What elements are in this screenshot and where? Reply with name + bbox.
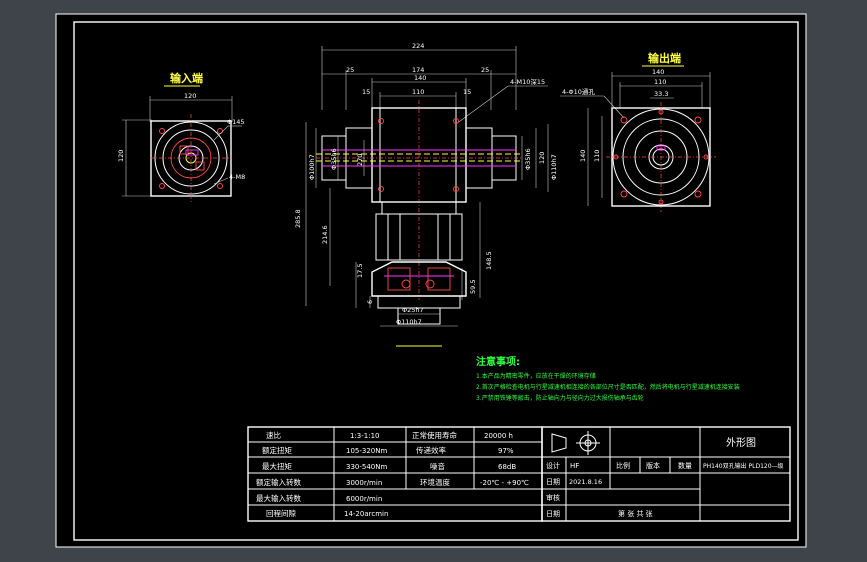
in-dim-d145: Φ145 — [227, 118, 245, 126]
spec-table: 速比 1:3-1:10 正常使用寿命 20000 h 额定扭矩 105-320N… — [247, 426, 543, 522]
dim-15-left: 15 — [362, 88, 370, 96]
drawing-frame — [73, 21, 799, 541]
spec-r0-c2: 正常使用寿命 — [412, 430, 457, 440]
tb-review-label: 审核 — [546, 493, 560, 502]
output-end-view: 输出端 140 110 33.3 4-Φ10通孔 140 110 — [560, 51, 716, 212]
dim-270: 270 — [356, 154, 364, 166]
notes-item-2: 2.首次严格检查电机与行星减速机相连接的各部位尺寸是否匹配，然后将电机与行星减速… — [476, 383, 740, 391]
dim-120-right: 120 — [538, 152, 546, 164]
dim-595: 59.5 — [469, 280, 477, 294]
main-front-view: 224 25 174 25 140 110 15 15 4-M10深15 — [294, 42, 558, 347]
tb-part-code: PH140双孔输出 PLD120—级 — [703, 462, 784, 470]
spec-r0-c0: 速比 — [266, 430, 281, 440]
dim-224: 224 — [412, 42, 424, 50]
dim-174: 174 — [412, 66, 424, 74]
out-dim-4d10: 4-Φ10通孔 — [562, 87, 595, 96]
tb-date2-label: 日期 — [546, 510, 560, 518]
tb-designer: HF — [570, 462, 579, 470]
spec-r3-c3: -20℃ - +90℃ — [480, 479, 529, 487]
input-end-label: 输入端 — [170, 71, 203, 85]
dim-d110-right: Φ110h7 — [550, 154, 558, 180]
dim-25-left: 25 — [346, 66, 354, 74]
in-dim-4m8: 4-M8 — [229, 173, 245, 181]
input-end-view: 输入端 120 120 Φ145 4-M8 — [117, 71, 245, 202]
dim-285: 285.8 — [294, 209, 302, 228]
title-block: 外形图 设计 HF 比例 版本 数量 PH140双孔输出 PLD120—级 日期… — [541, 426, 791, 522]
in-dim-120-top: 120 — [184, 92, 196, 100]
tb-version-label: 版本 — [646, 461, 660, 470]
notes-title: 注意事项: — [476, 355, 520, 368]
out-dim-110-side: 110 — [593, 150, 601, 162]
output-end-label: 输出端 — [648, 51, 681, 65]
in-dim-120-side: 120 — [117, 150, 125, 162]
drawing-name: 外形图 — [726, 437, 756, 449]
dim-d35-right: Φ35h6 — [524, 148, 532, 170]
notes-item-3: 3.严禁用铁锤等敲击，防止轴向力与径向力过大损伤轴承与齿轮 — [476, 394, 644, 402]
dim-d25-bottom: Φ25h7 — [402, 306, 424, 314]
dim-d110-bottom: Φ110h7 — [396, 318, 422, 326]
tb-sheet-text: 第 张 共 张 — [618, 509, 653, 518]
spec-r1-c2: 传递效率 — [416, 445, 446, 455]
tb-scale-label: 比例 — [616, 461, 630, 470]
out-dim-140-side: 140 — [579, 150, 587, 162]
spec-r2-c3: 68dB — [498, 463, 516, 471]
tb-design-label: 设计 — [546, 461, 560, 470]
spec-r0-c1: 1:3-1:10 — [350, 432, 380, 440]
spec-r5-c0: 回程间隙 — [266, 509, 296, 518]
spec-r5-c1: 14-20arcmin — [344, 510, 388, 518]
spec-r3-c2: 环境温度 — [420, 477, 450, 487]
tb-date-label: 日期 — [546, 478, 560, 486]
spec-r2-c0: 最大扭矩 — [262, 461, 292, 471]
spec-r3-c1: 3000r/min — [346, 479, 382, 487]
spec-r3-c0: 额定输入转数 — [256, 477, 301, 487]
spec-r4-c0: 最大输入转数 — [256, 493, 301, 503]
out-dim-333: 33.3 — [654, 90, 668, 98]
out-dim-110-top: 110 — [654, 78, 666, 86]
dim-1485: 148.5 — [485, 251, 493, 270]
dim-d100: Φ100h7 — [308, 154, 316, 180]
dim-175: 17.5 — [356, 264, 364, 278]
dim-15-right: 15 — [463, 88, 471, 96]
dim-110: 110 — [412, 88, 424, 96]
spec-r4-c1: 6000r/min — [346, 495, 382, 503]
dim-214: 214.6 — [321, 225, 329, 244]
projection-symbol-icon — [551, 431, 600, 455]
spec-r0-c3: 20000 h — [484, 432, 513, 440]
tb-qty-label: 数量 — [678, 461, 692, 470]
notes-item-1: 1.本产品为精密零件，应放在干燥的环境存储 — [476, 372, 596, 380]
dim-25-right: 25 — [481, 66, 489, 74]
dim-holes-note: 4-M10深15 — [510, 77, 545, 86]
spec-r1-c3: 97% — [498, 447, 514, 455]
notes-block: 注意事项: 1.本产品为精密零件，应放在干燥的环境存储 2.首次严格检查电机与行… — [476, 355, 740, 402]
out-dim-140-top: 140 — [652, 68, 664, 76]
spec-r1-c0: 额定扭矩 — [262, 445, 292, 455]
spec-r1-c1: 105-320Nm — [346, 447, 387, 455]
tb-date-value: 2021.8.16 — [569, 478, 602, 486]
spec-r2-c2: 噪音 — [430, 461, 445, 471]
spec-r2-c1: 330-540Nm — [346, 463, 387, 471]
dim-140: 140 — [414, 74, 426, 82]
dim-d35-left: Φ35h6 — [330, 148, 338, 170]
dim-6: 6 — [366, 300, 374, 304]
